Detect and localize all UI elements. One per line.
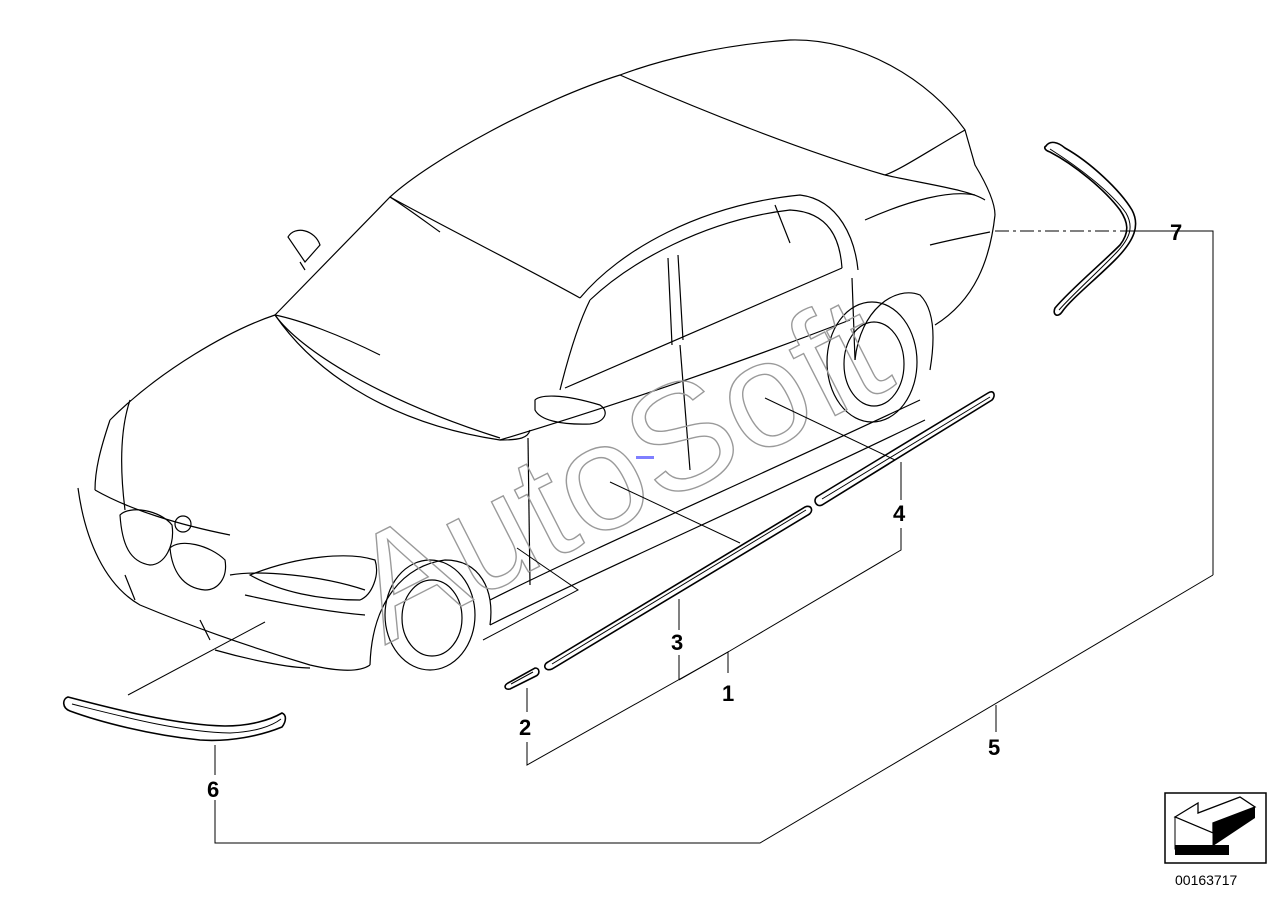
callout-5: 5	[988, 735, 1000, 760]
callout-2: 2	[519, 715, 531, 740]
part-3-door-trim-strip[interactable]	[544, 505, 813, 671]
car-outline	[77, 39, 996, 671]
callout-3: 3	[671, 630, 683, 655]
arrow-box-icon	[1164, 792, 1267, 864]
part-2-trim-end-cap[interactable]	[504, 667, 540, 690]
part-6-front-bumper-trim[interactable]	[62, 696, 287, 742]
marker-dash	[636, 456, 654, 459]
callout-1: 1	[722, 681, 734, 706]
callout-7: 7	[1170, 220, 1182, 245]
callout-4: 4	[893, 501, 906, 526]
callout-6: 6	[207, 777, 219, 802]
part-7-rear-bumper-trim[interactable]	[1044, 141, 1137, 316]
drawing-number: 00163717	[1175, 872, 1238, 888]
part-4-rear-door-trim-strip[interactable]	[814, 391, 995, 507]
leader-lines	[127, 230, 1214, 844]
